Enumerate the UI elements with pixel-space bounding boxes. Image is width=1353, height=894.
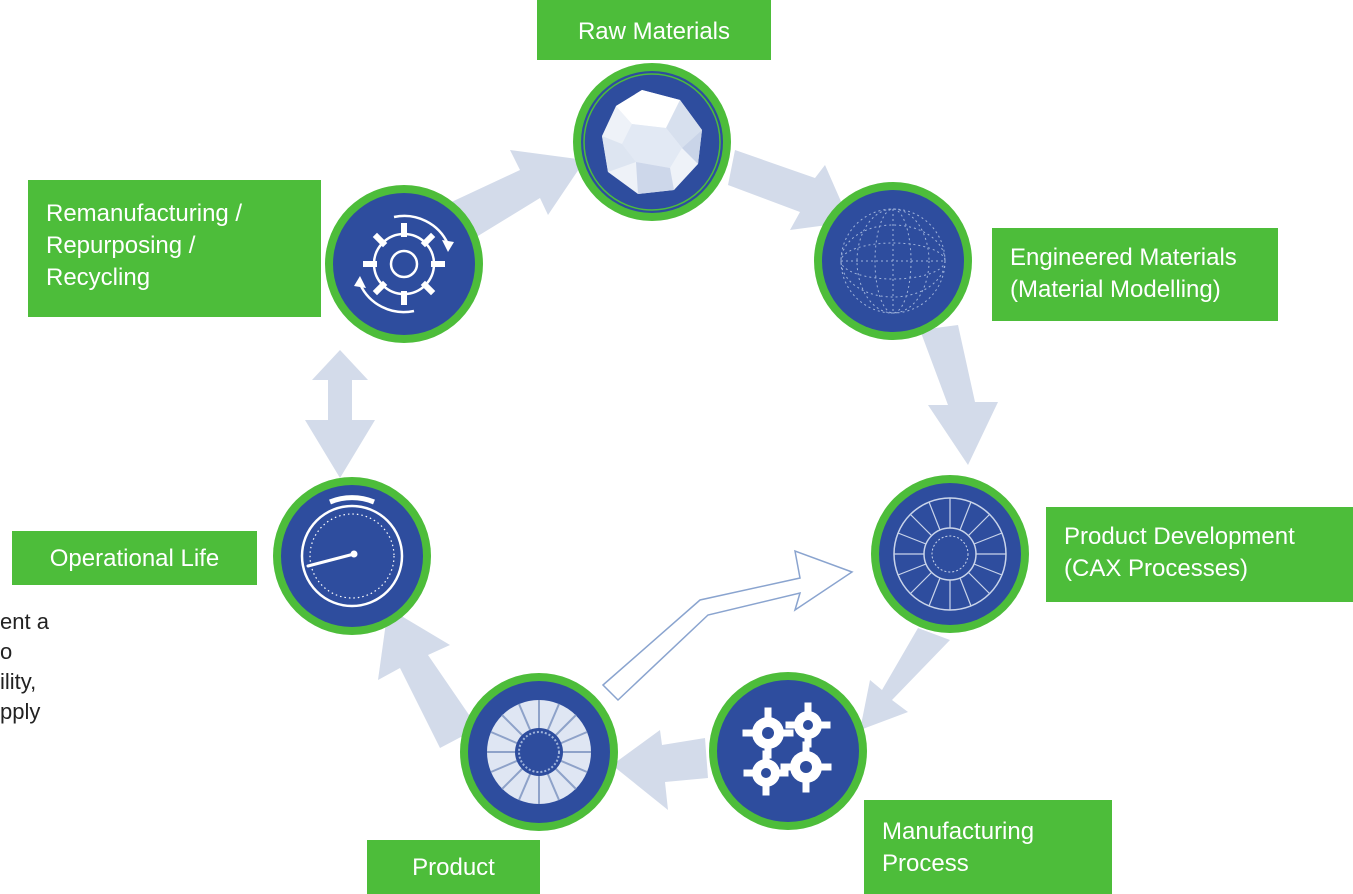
gauge-icon bbox=[273, 477, 431, 635]
gear-cycle-icon bbox=[325, 185, 483, 343]
label-raw-materials: Raw Materials bbox=[537, 0, 771, 60]
gears-icon bbox=[709, 672, 867, 830]
arrow-raw-to-engineered bbox=[728, 150, 850, 230]
cycle-arrows bbox=[305, 150, 998, 810]
arrow-engineered-to-development bbox=[920, 325, 998, 465]
turbine-fan-icon bbox=[460, 673, 618, 831]
label-remanufacturing: Remanufacturing / Repurposing / Recyclin… bbox=[28, 180, 321, 317]
arrow-product-to-development bbox=[601, 549, 854, 702]
arrow-development-to-manufacturing bbox=[860, 628, 950, 730]
turbine-wireframe-icon bbox=[871, 475, 1029, 633]
arrow-operational-to-reman bbox=[305, 350, 375, 478]
faceted-sphere-icon bbox=[573, 63, 731, 221]
label-product: Product bbox=[367, 840, 540, 894]
label-product-development: Product Development (CAX Processes) bbox=[1046, 507, 1353, 602]
arrow-manufacturing-to-product bbox=[612, 730, 708, 810]
mesh-sphere-icon bbox=[814, 182, 972, 340]
cycle-nodes bbox=[273, 63, 1029, 831]
label-operational-life: Operational Life bbox=[12, 531, 257, 585]
arrow-product-to-operational bbox=[378, 608, 478, 748]
label-engineered-materials: Engineered Materials (Material Modelling… bbox=[992, 228, 1278, 321]
side-paragraph-fragment: ent a o ility, pply bbox=[0, 609, 49, 724]
label-manufacturing-process: Manufacturing Process bbox=[864, 800, 1112, 894]
